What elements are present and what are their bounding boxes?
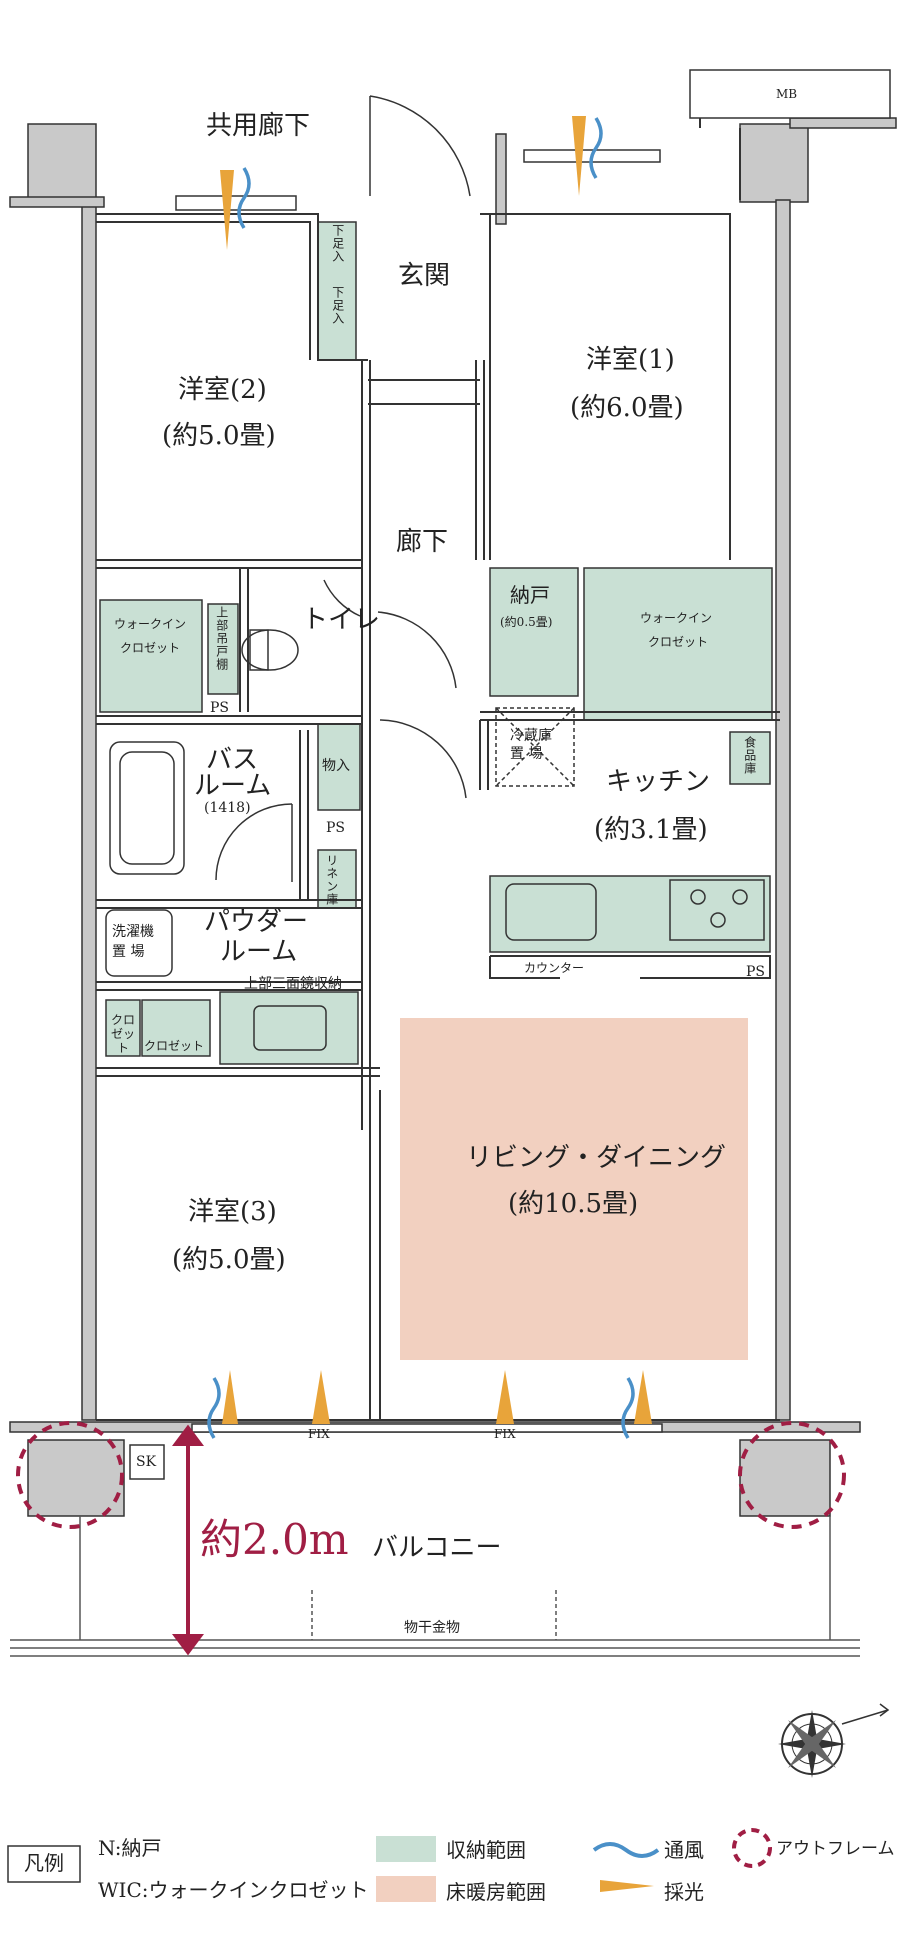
mb-label: MB <box>776 87 798 101</box>
mirror-storage-label: 上部三面鏡収納 <box>244 976 342 992</box>
daylight-icons <box>220 116 652 1424</box>
windows <box>175 69 891 1433</box>
fix-2-label: FIX <box>494 1427 516 1441</box>
hallway-label: 廊下 <box>396 527 449 557</box>
legend-title: 凡例 <box>24 1851 64 1875</box>
toilet-label: トイレ <box>302 605 381 635</box>
legend-wic-def: WIC:ウォークインクロゼット <box>98 1878 369 1902</box>
living-label: リビング・ダイニング <box>466 1143 727 1173</box>
storage-areas <box>99 221 773 1065</box>
nando-label: 納戸 <box>510 583 550 607</box>
floor-heating-area <box>400 1018 748 1360</box>
room1-size: (約6.0畳) <box>570 393 684 423</box>
powder-label: パウダー <box>204 907 309 937</box>
fridge-label-2: 置 場 <box>510 746 543 762</box>
counter-label: カウンター <box>524 961 585 975</box>
washer-label-2: 置 場 <box>112 944 145 960</box>
legend-graphics <box>7 1828 772 1902</box>
outframe-marks <box>16 1421 846 1529</box>
sk-label: SK <box>136 1454 157 1470</box>
nando-size: (約0.5畳) <box>500 615 553 629</box>
shoe-cabinet-1-label: 下足入 <box>330 224 345 263</box>
legend-storage: 収納範囲 <box>446 1838 526 1862</box>
legend-heating: 床暖房範囲 <box>446 1880 546 1904</box>
pantry-label: 食品庫 <box>742 736 757 775</box>
room3-size: (約5.0畳) <box>172 1245 286 1275</box>
hanger-label: 物干金物 <box>404 1620 460 1636</box>
upper-shelf-label: 上部吊戸棚 <box>214 606 229 671</box>
wic-left-label: ウォークイン <box>114 617 187 631</box>
room3-label: 洋室(3) <box>188 1197 277 1227</box>
legend-outframe: アウトフレーム <box>776 1839 895 1859</box>
shoe-cabinet-2-label: 下足入 <box>330 286 345 325</box>
bath-label-2: ルーム <box>194 771 272 801</box>
balcony-label: バルコニー <box>372 1533 502 1563</box>
kitchen-size: (約3.1畳) <box>594 815 708 845</box>
bath-size: (1418) <box>204 800 251 816</box>
storage-item-label: 物入 <box>322 758 350 774</box>
bath-label: バス <box>206 745 259 775</box>
legend-n-def: N:納戸 <box>98 1836 162 1860</box>
ventilation-icons <box>207 117 635 1439</box>
linen-label: リネン庫 <box>324 854 339 906</box>
legend-ventilation: 通風 <box>664 1838 704 1862</box>
balcony-depth-label: 約2.0m <box>200 1515 349 1564</box>
wic-right-label-2: クロゼット <box>648 635 709 649</box>
ps-1-label: PS <box>210 700 230 716</box>
compass-icon <box>778 1703 890 1778</box>
wic-left-label-2: クロゼット <box>120 641 181 655</box>
balcony-depth-arrow <box>172 1424 204 1656</box>
room1-label: 洋室(1) <box>586 345 675 375</box>
corridor-label: 共用廊下 <box>206 111 311 141</box>
fix-1-label: FIX <box>308 1427 330 1441</box>
room2-size: (約5.0畳) <box>162 421 276 451</box>
legend-daylight: 採光 <box>664 1880 704 1904</box>
doors <box>215 95 471 882</box>
closet-2-label: クロゼット <box>144 1039 205 1053</box>
fridge-label: 冷蔵庫 <box>510 728 552 744</box>
powder-label-2: ルーム <box>220 937 298 967</box>
fixtures <box>105 629 765 1480</box>
interior-lines <box>96 118 780 1421</box>
washer-label: 洗濯機 <box>112 924 154 940</box>
closet-1-label: クロゼット <box>110 1013 135 1055</box>
room2-label: 洋室(2) <box>178 375 267 405</box>
ps-2-label: PS <box>326 820 346 836</box>
ps-3-label: PS <box>746 964 766 980</box>
kitchen-label: キッチン <box>606 767 711 797</box>
entrance-label: 玄関 <box>398 261 451 291</box>
living-size: (約10.5畳) <box>508 1189 639 1219</box>
wic-right-label: ウォークイン <box>640 611 713 625</box>
balcony-rail <box>10 1516 860 1657</box>
